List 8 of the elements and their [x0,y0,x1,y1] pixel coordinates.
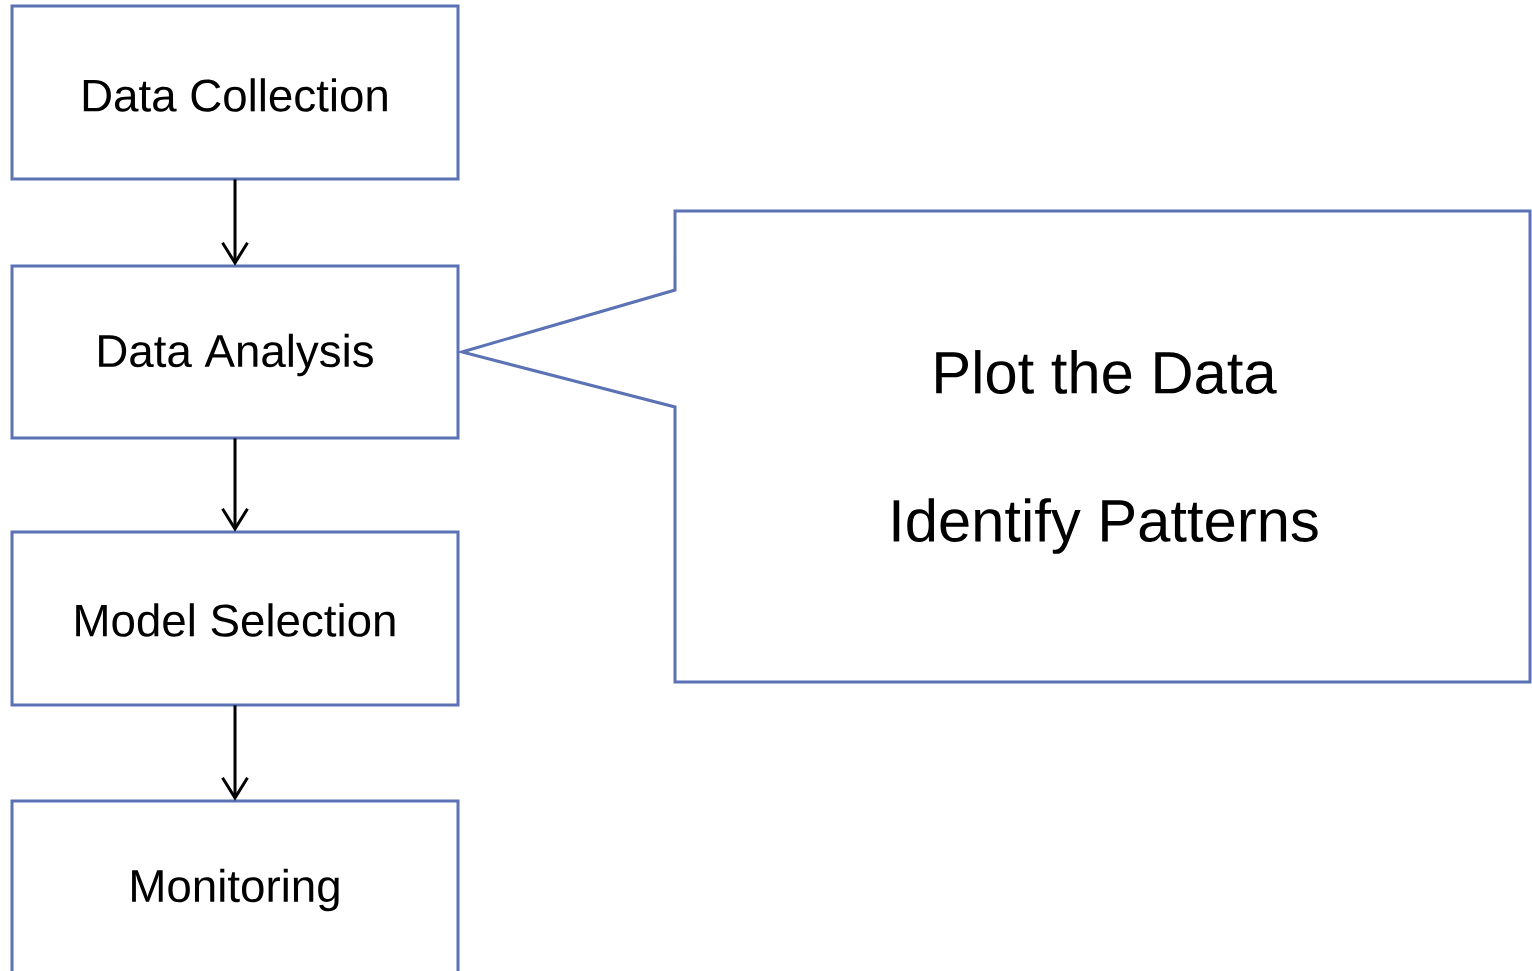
arrow [221,705,249,801]
process-box: Model Selection [10,530,460,707]
process-box: Data Collection [10,4,460,181]
callout-box: Plot the Data Identify Patterns [456,209,1532,684]
arrow [221,179,249,266]
process-box: Data Analysis [10,264,460,440]
arrow [221,438,249,532]
process-box: Monitoring [10,799,460,971]
